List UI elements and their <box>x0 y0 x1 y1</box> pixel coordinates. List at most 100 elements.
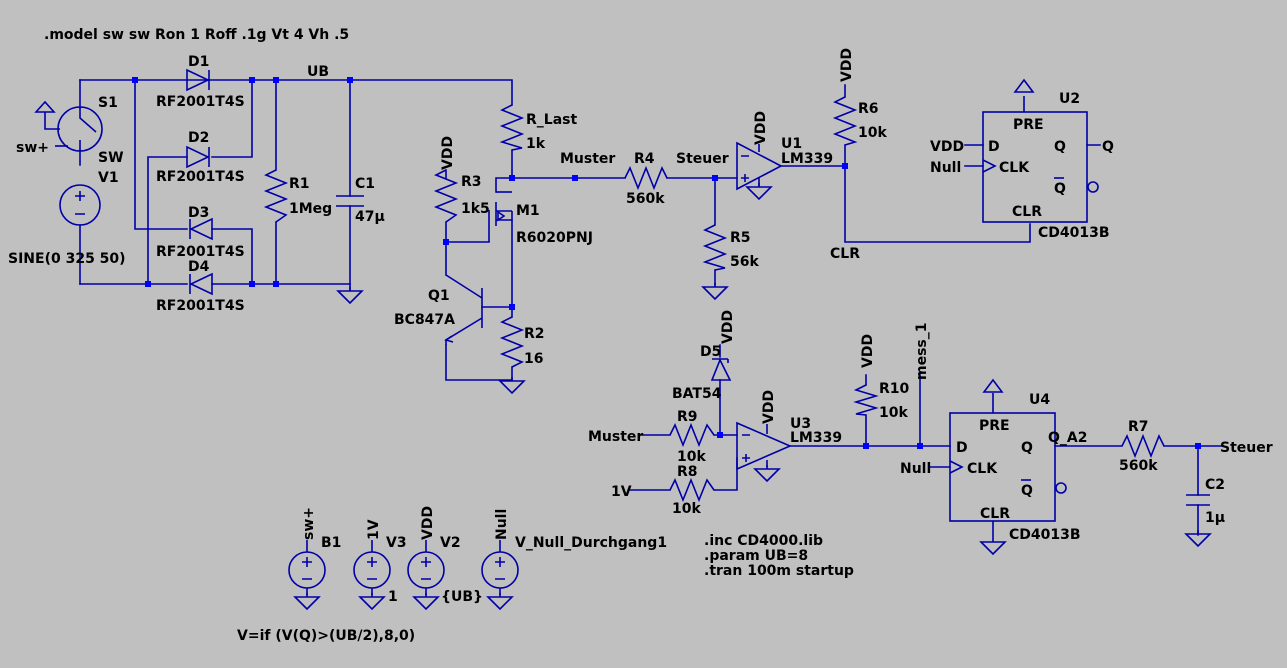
ground-symbol <box>487 592 513 610</box>
label-v2-value: {UB} <box>441 589 483 605</box>
pin-qbar-u4: Q <box>1021 483 1033 499</box>
label-q1-ref: Q1 <box>428 288 450 304</box>
label-r6-ref: R6 <box>858 101 879 117</box>
directive-inc: .inc CD4000.lib <box>704 533 823 549</box>
pin-q-u4: Q <box>1021 440 1033 456</box>
pin-qbar-u2: Q <box>1054 181 1066 197</box>
label-v1-value: SINE(0 325 50) <box>8 251 126 267</box>
net-vdd-u1: VDD <box>753 111 769 145</box>
label-u2-ref: U2 <box>1059 91 1080 107</box>
net-sw-plus-b1: sw+ <box>301 507 317 540</box>
b1-expression: V=if (V(Q)>(UB/2),8,0) <box>237 628 415 644</box>
diode-d3[interactable] <box>189 217 213 241</box>
resistor-r3[interactable] <box>433 169 459 223</box>
net-null-v: Null <box>494 509 510 540</box>
pin-clk-u4: CLK <box>967 461 998 477</box>
resistor-r6[interactable] <box>832 96 858 146</box>
label-r7-ref: R7 <box>1128 419 1149 435</box>
resistor-r7[interactable] <box>1121 433 1165 459</box>
switch-s1[interactable] <box>34 100 103 152</box>
label-u4-ref: U4 <box>1029 392 1050 408</box>
label-r8-ref: R8 <box>677 464 698 480</box>
label-u1-value: LM339 <box>781 151 833 167</box>
label-r2-value: 16 <box>524 351 543 367</box>
flipflop-u2[interactable] <box>982 78 1099 223</box>
pin-pre-u2: PRE <box>1013 117 1044 133</box>
diode-d4[interactable] <box>189 272 213 296</box>
label-d4-ref: D4 <box>188 259 210 275</box>
diode-d2[interactable] <box>186 145 210 169</box>
net-sw-plus: sw+ <box>16 140 49 156</box>
label-d5-value: BAT54 <box>672 386 722 402</box>
label-m1-ref: M1 <box>516 203 540 219</box>
label-r10-value: 10k <box>879 405 908 421</box>
pin-clr-u4: CLR <box>980 506 1010 522</box>
directive-tran: .tran 100m startup <box>704 563 854 579</box>
voltage-source-v1[interactable] <box>59 184 101 226</box>
net-steuer-1: Steuer <box>676 151 729 167</box>
resistor-r5[interactable] <box>702 224 728 271</box>
label-s1-ref: S1 <box>98 95 118 111</box>
pin-clr-u2: CLR <box>1012 204 1042 220</box>
net-null-u2: Null <box>930 160 961 176</box>
source-v3[interactable] <box>353 540 391 595</box>
label-s1-value: SW <box>98 150 124 166</box>
label-r-last-ref: R_Last <box>526 112 577 128</box>
diode-d1[interactable] <box>186 68 210 92</box>
resistor-r8[interactable] <box>669 477 715 503</box>
label-d1-ref: D1 <box>188 54 209 70</box>
label-c1-ref: C1 <box>355 176 375 192</box>
net-vdd-u3: VDD <box>761 390 777 424</box>
flipflop-u4[interactable] <box>949 378 1067 538</box>
net-vdd-r3: VDD <box>440 136 456 170</box>
mosfet-m1[interactable] <box>488 191 513 242</box>
ground-symbol <box>980 537 1006 555</box>
labels: .model sw sw Ron 1 Roff .1g Vt 4 Vh .5 S… <box>8 27 1273 644</box>
net-vdd-u2: VDD <box>930 139 964 155</box>
label-b1-ref: B1 <box>321 535 341 551</box>
label-r3-ref: R3 <box>461 174 482 190</box>
resistor-r-last[interactable] <box>499 104 525 151</box>
resistor-r10[interactable] <box>853 384 879 416</box>
transistor-q1[interactable] <box>444 274 483 345</box>
label-r8-value: 10k <box>672 501 701 517</box>
directive-param: .param UB=8 <box>704 548 808 564</box>
net-1v-v3: 1V <box>366 519 382 540</box>
net-vdd-d5: VDD <box>720 310 736 344</box>
ground-symbol <box>359 592 385 610</box>
label-r9-value: 10k <box>677 449 706 465</box>
label-m1-value: R6020PNJ <box>516 230 593 246</box>
net-mess-1: mess_1 <box>914 323 930 381</box>
comparator-u1[interactable] <box>736 141 783 191</box>
source-v2[interactable] <box>407 540 445 595</box>
diode-d5[interactable] <box>710 358 732 381</box>
ground-symbol <box>337 286 363 304</box>
label-u2-value: CD4013B <box>1038 225 1110 241</box>
label-r1-value: 1Meg <box>289 201 332 217</box>
label-v3-value: 1 <box>388 589 398 605</box>
resistor-r4[interactable] <box>624 165 668 191</box>
source-b1[interactable] <box>288 540 326 595</box>
label-u3-ref: U3 <box>790 416 811 432</box>
label-u4-value: CD4013B <box>1009 527 1081 543</box>
comparator-u3[interactable] <box>736 421 793 471</box>
net-q-a2: Q_A2 <box>1048 430 1087 446</box>
source-v-null[interactable] <box>481 540 519 595</box>
label-v1-ref: V1 <box>98 170 119 186</box>
label-r1-ref: R1 <box>289 176 310 192</box>
resistor-r9[interactable] <box>669 422 715 448</box>
label-r2-ref: R2 <box>524 326 545 342</box>
ground-symbol <box>413 592 439 610</box>
junctions <box>132 77 1201 449</box>
label-r4-ref: R4 <box>634 151 655 167</box>
resistor-r1[interactable] <box>263 169 289 223</box>
net-vdd-v2: VDD <box>420 506 436 540</box>
capacitor-c1[interactable] <box>336 195 364 207</box>
ground-symbol <box>754 464 780 482</box>
label-v2-ref: V2 <box>440 535 461 551</box>
pin-clk-u2: CLK <box>999 160 1030 176</box>
capacitor-c2[interactable] <box>1186 494 1210 506</box>
net-vdd-r6: VDD <box>839 48 855 82</box>
resistor-r2[interactable] <box>499 316 525 368</box>
